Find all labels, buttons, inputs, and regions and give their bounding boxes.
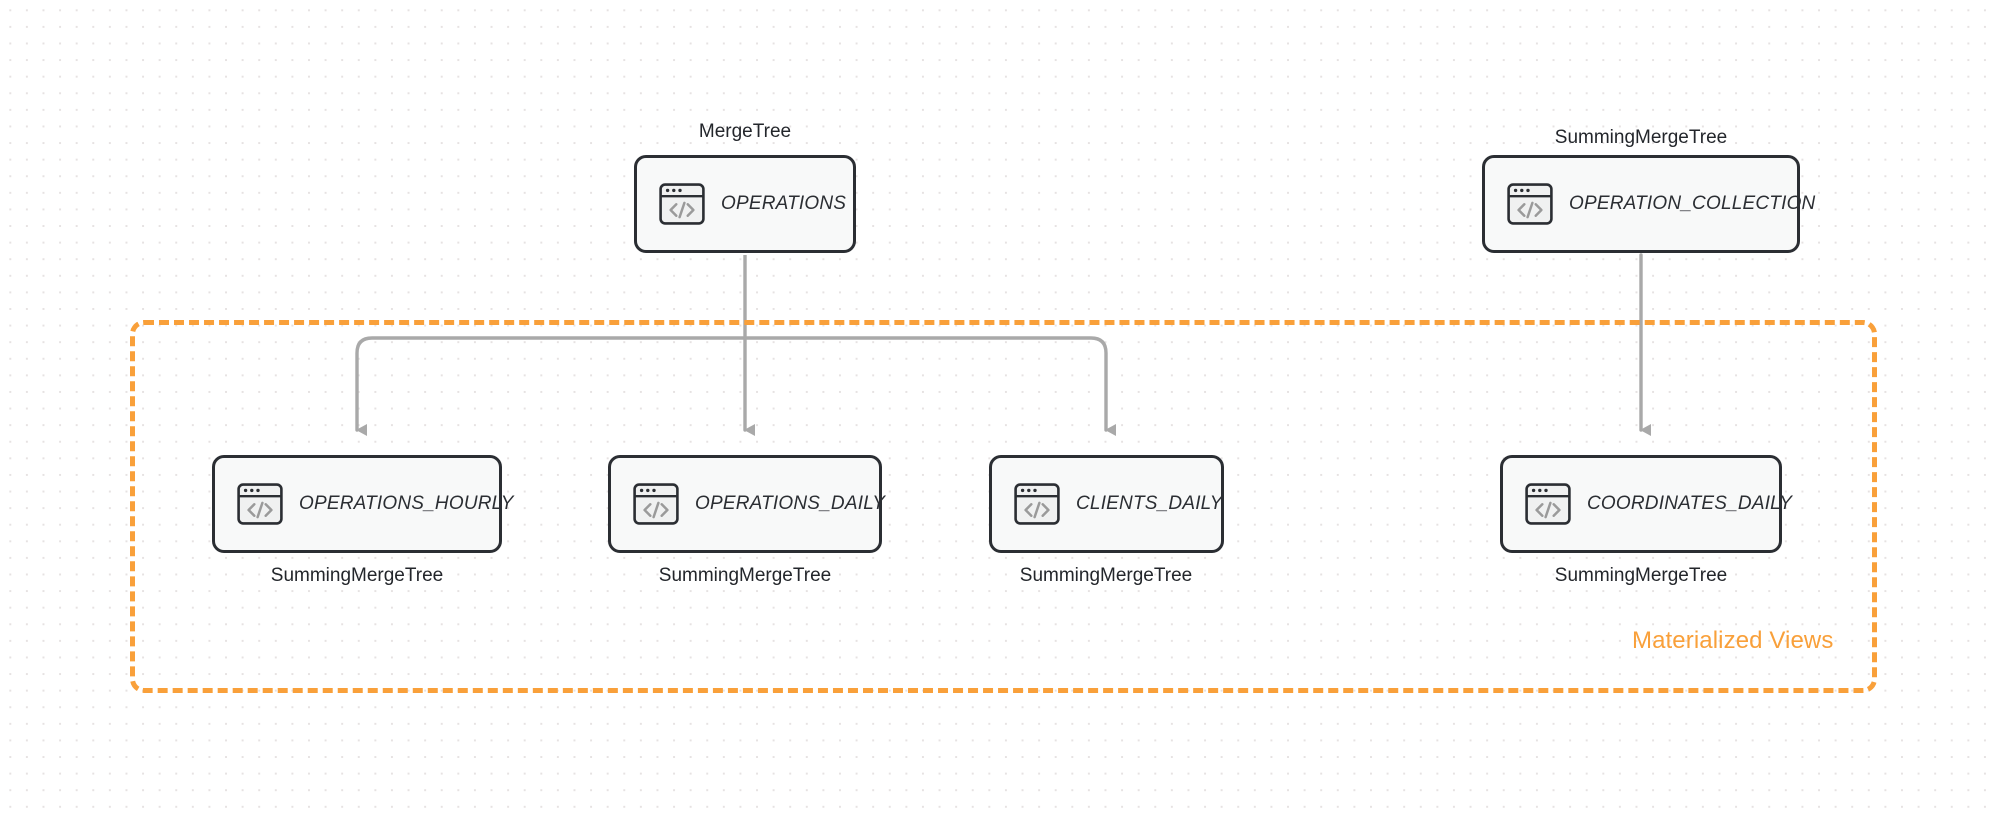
engine-caption-coordinates-daily: SummingMergeTree: [1554, 565, 1728, 586]
code-window-icon: [1507, 183, 1553, 225]
code-window-icon: [633, 483, 679, 525]
node-label-operations: OPERATIONS: [721, 193, 847, 214]
node-operations-daily[interactable]: OPERATIONS_DAILY: [608, 455, 886, 553]
engine-caption-operations: MergeTree: [698, 121, 792, 142]
node-label-coordinates-daily: COORDINATES_DAILY: [1587, 493, 1793, 514]
code-window-icon: [1525, 483, 1571, 525]
code-window-icon: [659, 183, 705, 225]
node-label-operations-hourly: OPERATIONS_HOURLY: [299, 493, 514, 514]
node-operations-hourly[interactable]: OPERATIONS_HOURLY: [212, 455, 513, 553]
engine-caption-operation-collection: SummingMergeTree: [1554, 127, 1728, 148]
node-label-clients-daily: CLIENTS_DAILY: [1076, 493, 1223, 514]
node-label-operation-collection: OPERATION_COLLECTION: [1569, 193, 1816, 214]
node-label-operations-daily: OPERATIONS_DAILY: [695, 493, 886, 514]
engine-caption-operations-hourly: SummingMergeTree: [270, 565, 444, 586]
code-window-icon: [237, 483, 283, 525]
code-window-icon: [1014, 483, 1060, 525]
materialized-views-group: [130, 320, 1877, 693]
engine-caption-operations-daily: SummingMergeTree: [658, 565, 832, 586]
node-operations[interactable]: OPERATIONS: [634, 155, 856, 253]
engine-caption-clients-daily: SummingMergeTree: [1019, 565, 1193, 586]
materialized-views-group-label: Materialized Views: [1632, 627, 1834, 654]
node-clients-daily[interactable]: CLIENTS_DAILY: [989, 455, 1224, 553]
node-coordinates-daily[interactable]: COORDINATES_DAILY: [1500, 455, 1792, 553]
node-operation-collection[interactable]: OPERATION_COLLECTION: [1482, 155, 1815, 253]
